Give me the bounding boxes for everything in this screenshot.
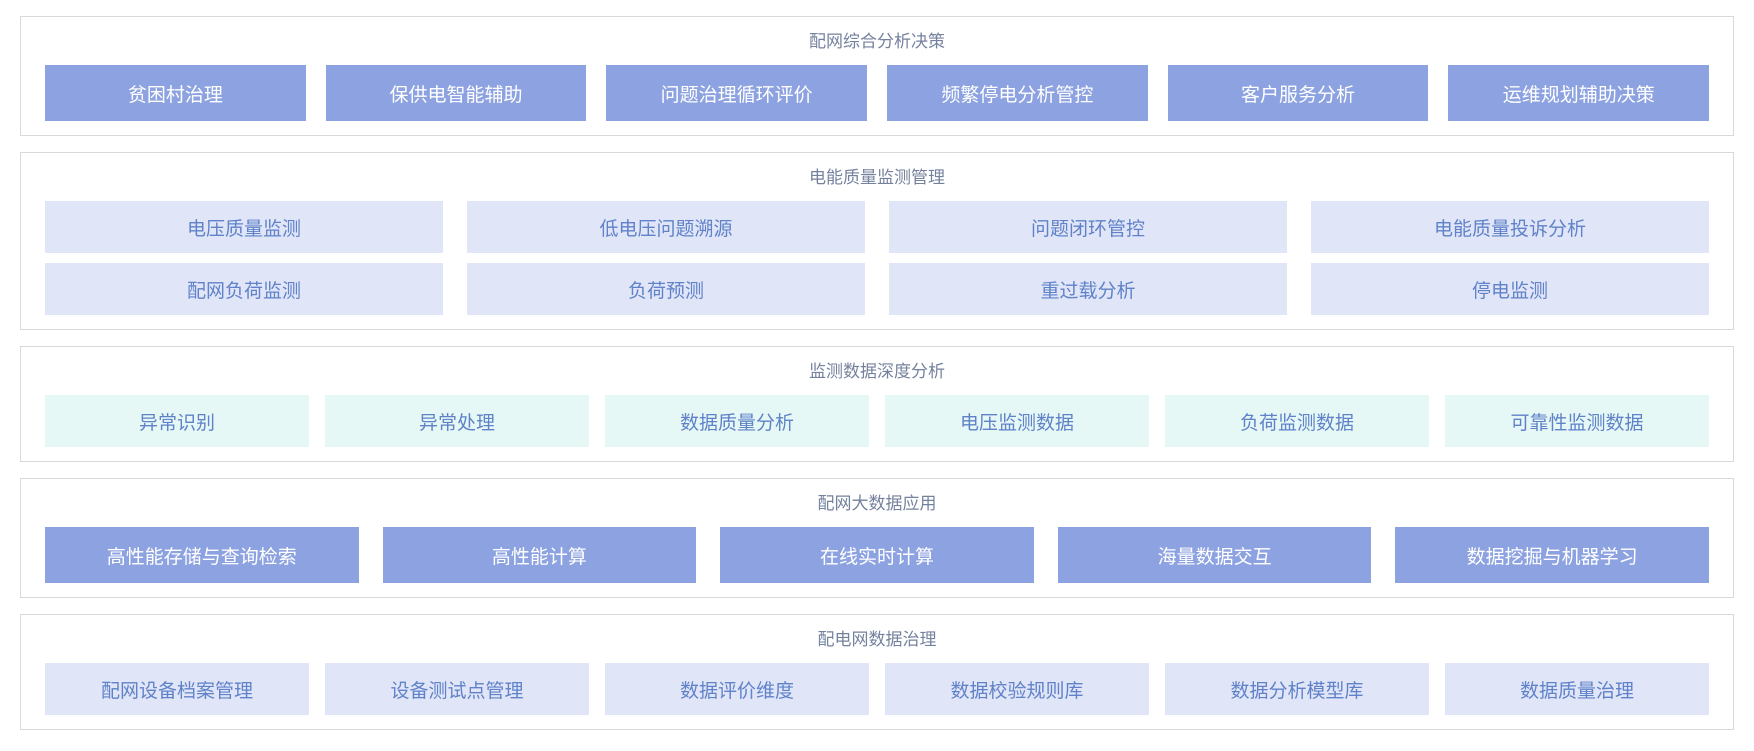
module-tile[interactable]: 电能质量投诉分析 bbox=[1311, 201, 1709, 253]
module-tile[interactable]: 数据校验规则库 bbox=[885, 663, 1149, 715]
module-tile[interactable]: 异常处理 bbox=[325, 395, 589, 447]
section-panel: 配网大数据应用 高性能存储与查询检索高性能计算在线实时计算海量数据交互数据挖掘与… bbox=[20, 478, 1734, 598]
module-tile[interactable]: 电压监测数据 bbox=[885, 395, 1149, 447]
module-tile[interactable]: 保供电智能辅助 bbox=[325, 65, 587, 121]
module-tile[interactable]: 问题闭环管控 bbox=[889, 201, 1287, 253]
module-tile[interactable]: 可靠性监测数据 bbox=[1445, 395, 1709, 447]
module-tile[interactable]: 配网设备档案管理 bbox=[45, 663, 309, 715]
module-tile[interactable]: 负荷监测数据 bbox=[1165, 395, 1429, 447]
module-tile[interactable]: 设备测试点管理 bbox=[325, 663, 589, 715]
module-tile[interactable]: 频繁停电分析管控 bbox=[887, 65, 1148, 121]
module-tile[interactable]: 高性能计算 bbox=[382, 527, 697, 583]
module-tile[interactable]: 客户服务分析 bbox=[1167, 65, 1429, 121]
section-title: 配网大数据应用 bbox=[817, 494, 937, 513]
section-panel: 配网综合分析决策 贫困村治理保供电智能辅助问题治理循环评价频繁停电分析管控客户服… bbox=[20, 16, 1734, 136]
section-title: 监测数据深度分析 bbox=[809, 362, 945, 381]
tile-row: 配网设备档案管理设备测试点管理数据评价维度数据校验规则库数据分析模型库数据质量治… bbox=[45, 663, 1709, 715]
module-tile[interactable]: 数据质量分析 bbox=[605, 395, 869, 447]
tile-row: 异常识别异常处理数据质量分析电压监测数据负荷监测数据可靠性监测数据 bbox=[45, 395, 1709, 447]
section-title: 电能质量监测管理 bbox=[809, 168, 945, 187]
module-tile[interactable]: 运维规划辅助决策 bbox=[1448, 65, 1710, 121]
module-tile[interactable]: 数据挖掘与机器学习 bbox=[1395, 527, 1709, 583]
section-panel: 配电网数据治理 配网设备档案管理设备测试点管理数据评价维度数据校验规则库数据分析… bbox=[20, 614, 1734, 730]
section-title: 配网综合分析决策 bbox=[809, 32, 945, 51]
module-tile[interactable]: 数据质量治理 bbox=[1445, 663, 1709, 715]
module-tile[interactable]: 问题治理循环评价 bbox=[606, 65, 868, 121]
section-panel: 电能质量监测管理 电压质量监测低电压问题溯源问题闭环管控电能质量投诉分析配网负荷… bbox=[20, 152, 1734, 330]
module-tile[interactable]: 负荷预测 bbox=[467, 263, 865, 315]
module-tile[interactable]: 异常识别 bbox=[45, 395, 309, 447]
tile-row: 配网负荷监测负荷预测重过载分析停电监测 bbox=[45, 263, 1709, 315]
tile-row: 高性能存储与查询检索高性能计算在线实时计算海量数据交互数据挖掘与机器学习 bbox=[45, 527, 1709, 583]
module-tile[interactable]: 停电监测 bbox=[1311, 263, 1709, 315]
tile-row: 电压质量监测低电压问题溯源问题闭环管控电能质量投诉分析 bbox=[45, 201, 1709, 253]
module-tile[interactable]: 贫困村治理 bbox=[45, 65, 306, 121]
section-panel: 监测数据深度分析 异常识别异常处理数据质量分析电压监测数据负荷监测数据可靠性监测… bbox=[20, 346, 1734, 462]
module-tile[interactable]: 海量数据交互 bbox=[1057, 527, 1372, 583]
module-tile[interactable]: 数据分析模型库 bbox=[1165, 663, 1429, 715]
tile-row: 贫困村治理保供电智能辅助问题治理循环评价频繁停电分析管控客户服务分析运维规划辅助… bbox=[45, 65, 1710, 121]
module-tile[interactable]: 数据评价维度 bbox=[605, 663, 869, 715]
module-tile[interactable]: 电压质量监测 bbox=[45, 201, 443, 253]
module-tile[interactable]: 重过载分析 bbox=[889, 263, 1287, 315]
module-tile[interactable]: 在线实时计算 bbox=[720, 527, 1034, 583]
module-tile[interactable]: 低电压问题溯源 bbox=[467, 201, 865, 253]
module-tile[interactable]: 高性能存储与查询检索 bbox=[45, 527, 359, 583]
section-title: 配电网数据治理 bbox=[817, 630, 937, 649]
module-tile[interactable]: 配网负荷监测 bbox=[45, 263, 443, 315]
